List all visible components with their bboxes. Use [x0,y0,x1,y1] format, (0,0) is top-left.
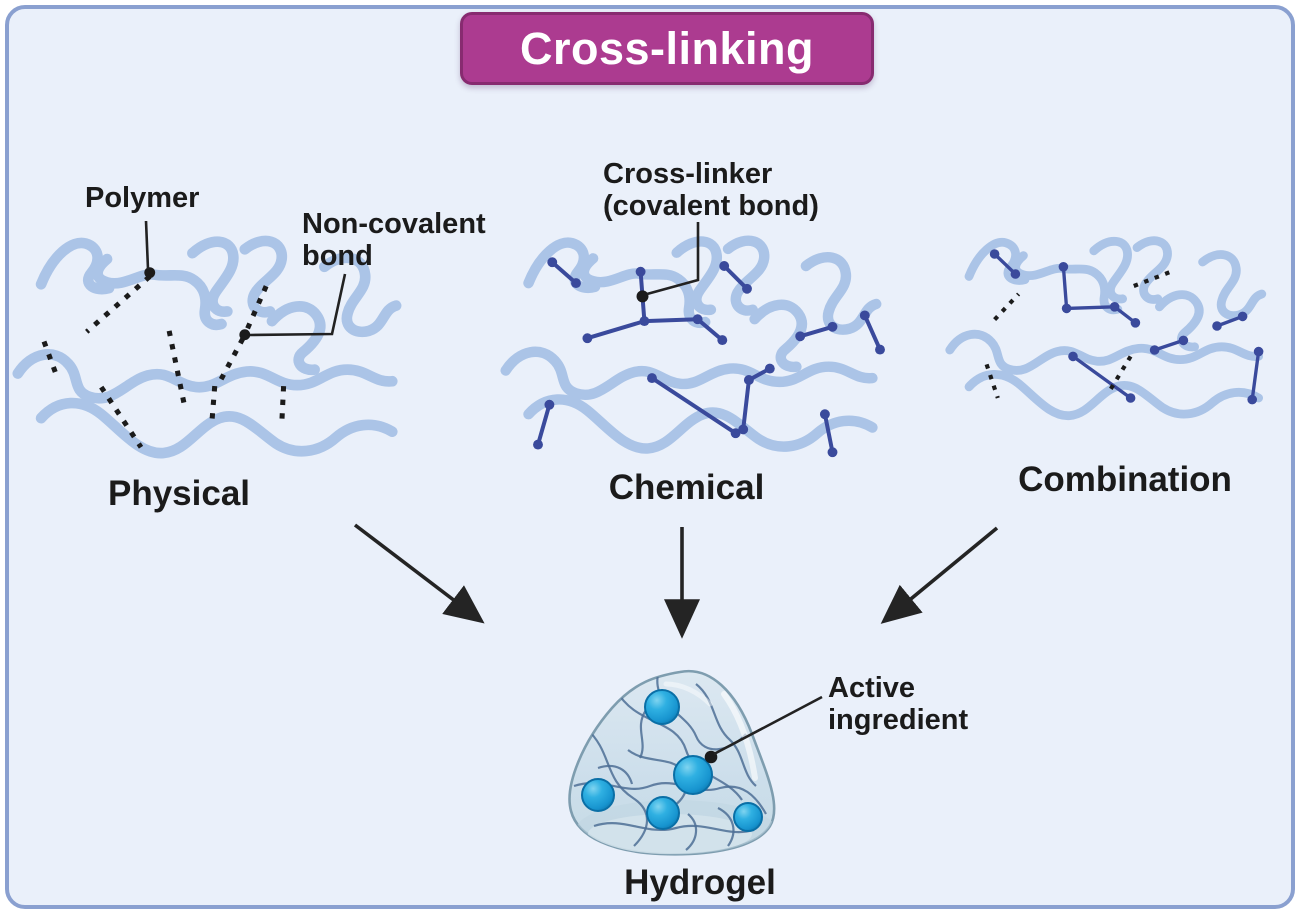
polymer-pointer-dot [144,267,156,279]
arrow-physical-to-hydrogel [353,523,485,624]
active-ingredient-label: Active ingredient [828,672,969,737]
arrows-to-hydrogel [353,523,999,639]
physical-section-label: Physical [107,474,251,513]
active-ingredient-sphere [646,796,680,830]
cross-linker-callout-line [646,222,700,296]
physical-network-diagram [18,241,396,453]
hydrogel-illustration [568,669,776,856]
chemical-section-label: Chemical [608,468,765,507]
title-banner: Cross-linking [460,12,874,85]
cross-linker-pointer-dot [636,290,649,303]
active-ingredient-sphere [673,755,713,795]
combination-section-label: Combination [1018,460,1232,499]
active-ingredient-callout-line [713,695,823,756]
mixed-cross-links [984,249,1264,405]
non-covalent-bonds [41,274,287,449]
hydrogel-label: Hydrogel [624,863,776,902]
cross-linker-label: Cross-linker (covalent bond) [603,158,819,223]
active-ingredient-particles [581,689,763,832]
combination-network-diagram [950,241,1264,416]
non-covalent-pointer-dot [239,329,251,341]
polymer-callout-line [144,220,150,270]
active-ingredient-sphere [644,689,680,725]
arrow-combination-to-hydrogel [880,526,999,624]
covalent-cross-links [533,257,885,458]
non-covalent-callout-line [249,273,347,337]
polymer-label: Polymer [85,182,200,214]
non-covalent-bond-label: Non-covalent bond [302,208,486,273]
title-text: Cross-linking [519,22,815,74]
active-ingredient-sphere [733,802,763,832]
active-ingredient-sphere [581,778,615,812]
callout-lines [144,220,823,756]
chemical-network-diagram [506,241,885,458]
